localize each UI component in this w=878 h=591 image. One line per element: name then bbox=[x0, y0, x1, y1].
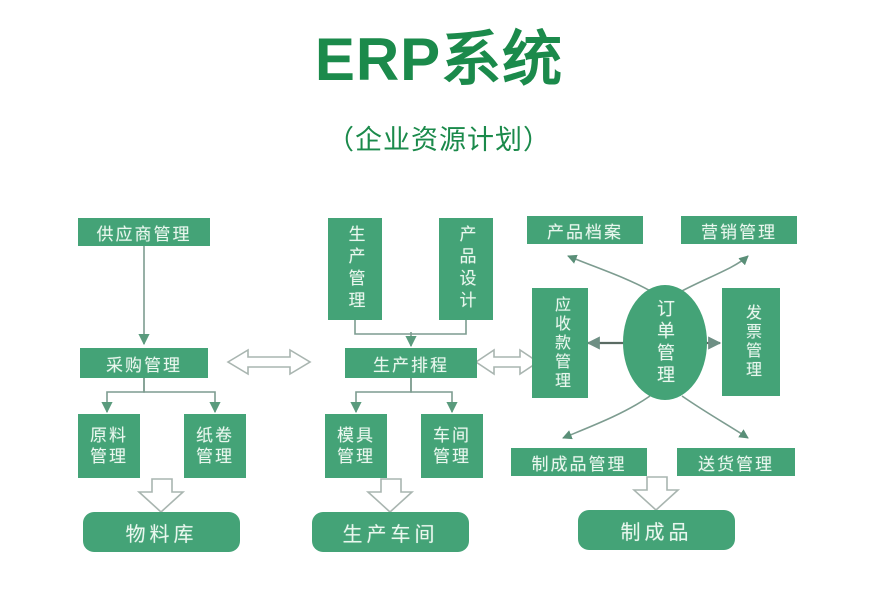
node-finished-goods-management[interactable]: 制成品管理 bbox=[511, 448, 647, 476]
page-title: ERP系统 bbox=[314, 26, 564, 93]
edge-purchasing-to-materials bbox=[101, 378, 221, 414]
edge-scheduling-to-shop bbox=[350, 378, 458, 414]
page-subtitle: （企业资源计划） bbox=[327, 125, 551, 155]
edge-design-to-scheduling bbox=[354, 320, 467, 348]
node-raw-material-management[interactable]: 原料 管理 bbox=[78, 414, 140, 478]
node-receivables-management[interactable]: 应收款管理 bbox=[532, 288, 588, 398]
node-workshop-management[interactable]: 车间 管理 bbox=[421, 414, 483, 478]
node-production-workshop[interactable]: 生产车间 bbox=[312, 512, 469, 552]
node-invoice-management[interactable]: 发票管理 bbox=[722, 288, 780, 396]
edge-order-to-marketing bbox=[679, 255, 749, 293]
node-marketing-management[interactable]: 营销管理 bbox=[681, 216, 797, 244]
node-production-scheduling[interactable]: 生产排程 bbox=[345, 348, 477, 378]
node-paper-roll-management[interactable]: 纸卷 管理 bbox=[184, 414, 246, 478]
node-purchasing-management[interactable]: 采购管理 bbox=[80, 348, 208, 378]
edge-order-to-delivery-mgmt bbox=[681, 395, 749, 439]
node-product-design[interactable]: 产品设计 bbox=[439, 218, 493, 320]
block-arrow-finished-to-goods bbox=[631, 476, 681, 512]
hollow-double-arrow-scheduling-receivables bbox=[474, 348, 540, 376]
hollow-double-arrow-purchasing-scheduling bbox=[226, 348, 312, 376]
block-arrow-mold-to-workshop bbox=[365, 478, 415, 514]
node-production-management[interactable]: 生产管理 bbox=[328, 218, 382, 320]
node-order-management[interactable]: 订单管理 bbox=[623, 285, 707, 400]
node-product-archive[interactable]: 产品档案 bbox=[527, 216, 643, 244]
node-mold-management[interactable]: 模具 管理 bbox=[325, 414, 387, 478]
node-finished-goods[interactable]: 制成品 bbox=[578, 510, 735, 550]
node-material-warehouse[interactable]: 物料库 bbox=[83, 512, 240, 552]
node-delivery-management[interactable]: 送货管理 bbox=[677, 448, 795, 476]
node-supplier-management[interactable]: 供应商管理 bbox=[78, 218, 210, 246]
edge-order-to-product-archive bbox=[567, 254, 653, 293]
block-arrow-materials-to-store bbox=[136, 478, 186, 514]
edge-order-to-finished-mgmt bbox=[562, 395, 651, 440]
